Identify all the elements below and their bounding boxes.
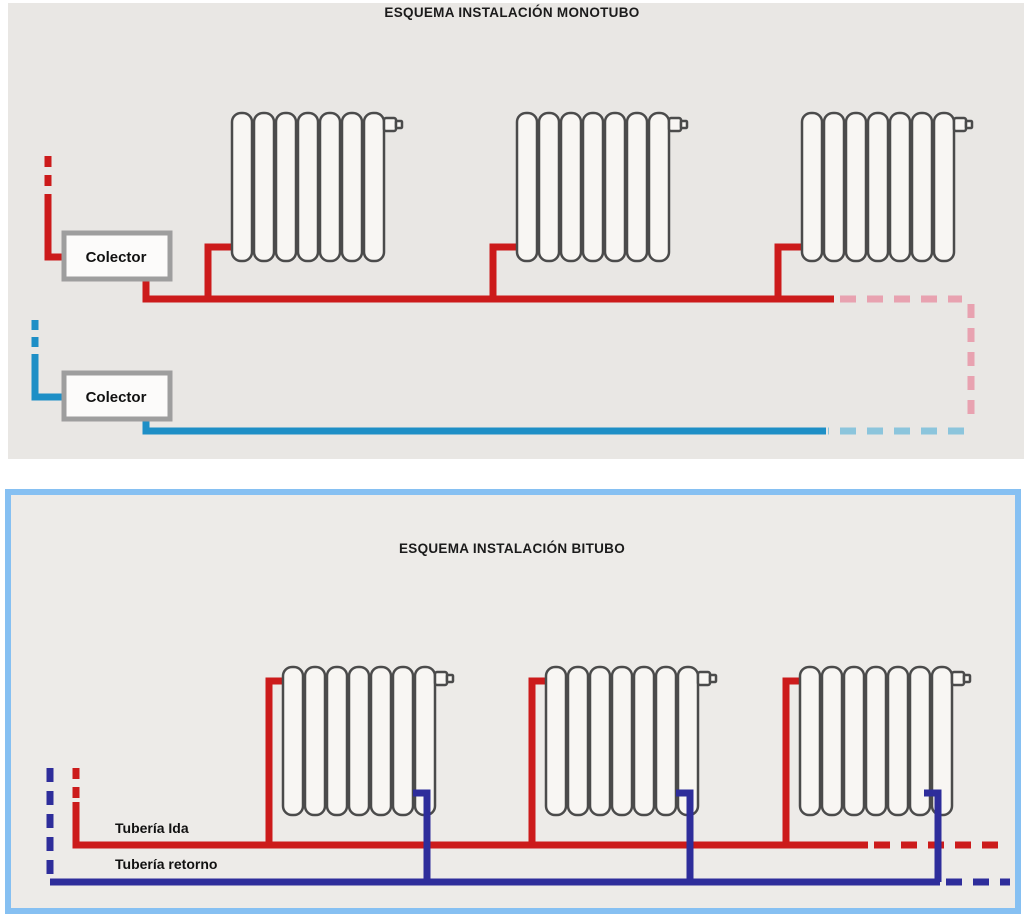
radiator-1 xyxy=(230,111,404,263)
supply-riser-radiator-1 xyxy=(204,243,240,299)
retorno-riser-radiator-2 xyxy=(676,789,694,882)
radiator-2 xyxy=(515,111,689,263)
bitubo-title: ESQUEMA INSTALACIÓN BITUBO xyxy=(399,541,625,556)
ida-main-pipe xyxy=(72,802,868,849)
collector-box-return xyxy=(61,370,173,422)
collector-supply-label: Colector xyxy=(86,249,147,266)
supply-riser-radiator-2 xyxy=(489,243,525,299)
monotubo-title: ESQUEMA INSTALACIÓN MONOTUBO xyxy=(384,5,639,20)
ida-label: Tubería Ida xyxy=(115,820,189,836)
radiator-3 xyxy=(800,111,974,263)
radiator-6 xyxy=(798,665,972,817)
supply-riser-radiator-3 xyxy=(774,243,810,299)
collector-box-supply xyxy=(61,230,173,282)
return-inlet-pipe xyxy=(31,354,64,401)
retorno-riser-radiator-3 xyxy=(924,789,942,882)
return-main-pipe xyxy=(142,418,826,435)
supply-inlet-pipe xyxy=(44,202,64,261)
retorno-riser-radiator-1 xyxy=(413,789,431,882)
monotubo-diagram: ESQUEMA INSTALACIÓN MONOTUBO Colector Co… xyxy=(8,3,1024,459)
collector-return-label: Colector xyxy=(86,389,147,406)
supply-main-pipe xyxy=(142,277,834,303)
bitubo-diagram: ESQUEMA INSTALACIÓN BITUBO Tubería Ida T… xyxy=(5,489,1021,914)
retorno-label: Tubería retorno xyxy=(115,856,217,872)
